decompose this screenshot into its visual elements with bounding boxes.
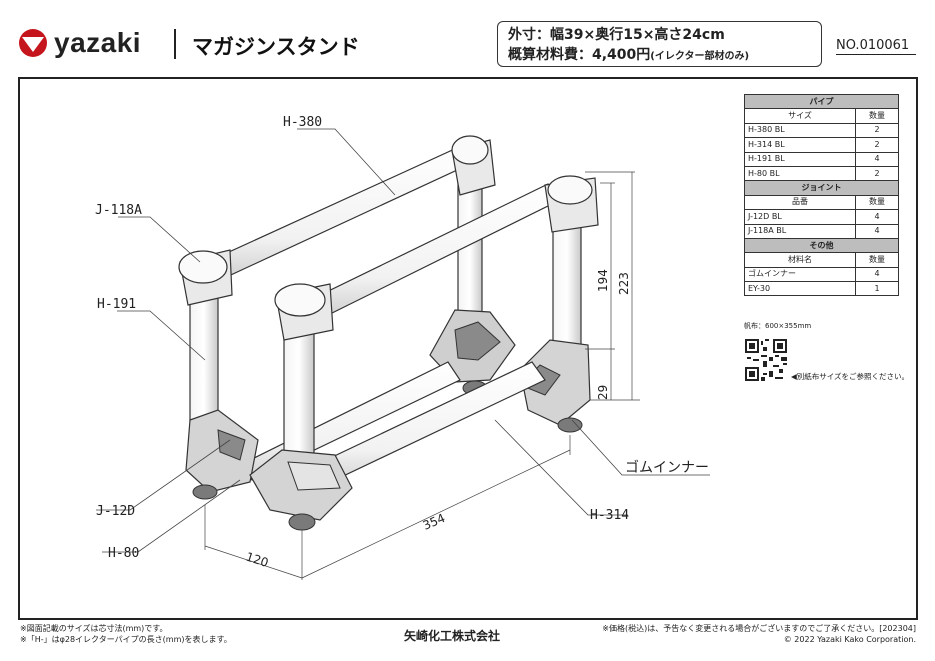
yazaki-logo-icon (19, 29, 47, 57)
footer-right: ※価格(税込)は、予告なく変更される場合がございますのでご了承ください。[202… (560, 623, 916, 645)
qr-code-icon[interactable] (744, 339, 788, 381)
page-title: マガジンスタンド (192, 35, 360, 59)
pipe-h191-front-right (552, 209, 582, 349)
part-qty: 2 (855, 122, 899, 139)
spec-size: 外寸：幅39×奥行15×高さ24cm (508, 27, 725, 43)
part-name: J-12D BL (744, 209, 856, 225)
section-other: その他 (744, 237, 899, 254)
section-pipe: パイプ (744, 93, 899, 110)
qr-note: ◀別紙布サイズをご参照ください。 (791, 372, 910, 381)
spec-cost: 概算材料費：4,400円 (508, 47, 651, 63)
part-qty: 2 (855, 137, 899, 153)
label-h380: H-380 (283, 115, 322, 130)
footer-note: ※図面記載のサイズは芯寸法(mm)です。 (20, 624, 168, 633)
col-header: 材料名 (744, 252, 856, 268)
col-header: 数量 (855, 194, 899, 211)
label-h80: H-80 (108, 546, 139, 561)
leader-lines (96, 128, 710, 553)
label-h314: H-314 (590, 508, 629, 523)
dim-354: 354 (421, 511, 448, 533)
dim-194: 194 (596, 269, 610, 292)
footer-note: ※「H-」はφ28イレクターパイプの長さ(mm)を表します。 (20, 635, 232, 644)
copyright: © 2022 Yazaki Kako Corporation. (783, 635, 916, 644)
brand-logo: yazaki (18, 27, 141, 59)
col-header: 品番 (744, 194, 856, 211)
part-qty: 4 (855, 223, 899, 239)
spec-cost-note: (イレクター部材のみ) (650, 51, 750, 62)
dimension-lines (204, 171, 640, 580)
col-header: サイズ (744, 108, 856, 124)
section-joint: ジョイント (744, 180, 899, 196)
spec-cost-line: 概算材料費：4,400円(イレクター部材のみ) (508, 45, 811, 67)
cloth-size: 帆布：600×355mm (744, 322, 812, 330)
company-name: 矢崎化工株式会社 (404, 629, 501, 643)
drawing-frame (18, 77, 918, 620)
part-qty: 4 (855, 209, 899, 225)
title-divider (174, 29, 176, 59)
part-name: H-314 BL (744, 137, 856, 153)
part-qty: 4 (855, 266, 899, 283)
joint-j118a-front-left (274, 283, 334, 341)
joint-j12d-back-left (185, 409, 259, 500)
joint-j118a-back-right (451, 135, 496, 196)
part-name: H-380 BL (744, 122, 856, 139)
part-qty: 4 (855, 151, 899, 167)
joint-j12d-back-right (429, 309, 516, 396)
dim-29: 29 (596, 385, 610, 400)
joint-j118a-back-left (178, 249, 233, 306)
label-j118a: J-118A (95, 203, 142, 218)
label-h191: H-191 (97, 297, 136, 312)
label-j12d: J-12D (96, 504, 135, 519)
price-note: ※価格(税込)は、予告なく変更される場合がございますのでご了承ください。[202… (602, 624, 916, 633)
col-header: 数量 (855, 108, 899, 124)
document-number: NO.010061 (836, 38, 916, 55)
part-name: H-80 BL (744, 165, 856, 182)
part-name: H-191 BL (744, 151, 856, 167)
joint-j118a-front-right (544, 175, 599, 233)
assembly-drawing: H-380 J-118A H-191 J-12D H-80 ゴムインナー H-3… (95, 115, 710, 580)
spec-box: 外寸：幅39×奥行15×高さ24cm 概算材料費：4,400円(イレクター部材の… (497, 21, 822, 67)
dim-120: 120 (244, 550, 270, 570)
col-header: 数量 (855, 252, 899, 268)
dim-223: 223 (617, 272, 631, 295)
label-rubber-inner: ゴムインナー (625, 459, 709, 476)
brand-name: yazaki (54, 27, 142, 58)
part-name: ゴムインナー (744, 266, 856, 283)
part-name: J-118A BL (744, 223, 856, 239)
part-qty: 2 (855, 165, 899, 182)
joint-j12d-front-left (249, 449, 353, 531)
footer-notes: ※図面記載のサイズは芯寸法(mm)です。 ※「H-」はφ28イレクターパイプの長… (20, 623, 232, 645)
part-qty: 1 (855, 281, 899, 297)
part-name: EY-30 (744, 281, 856, 297)
